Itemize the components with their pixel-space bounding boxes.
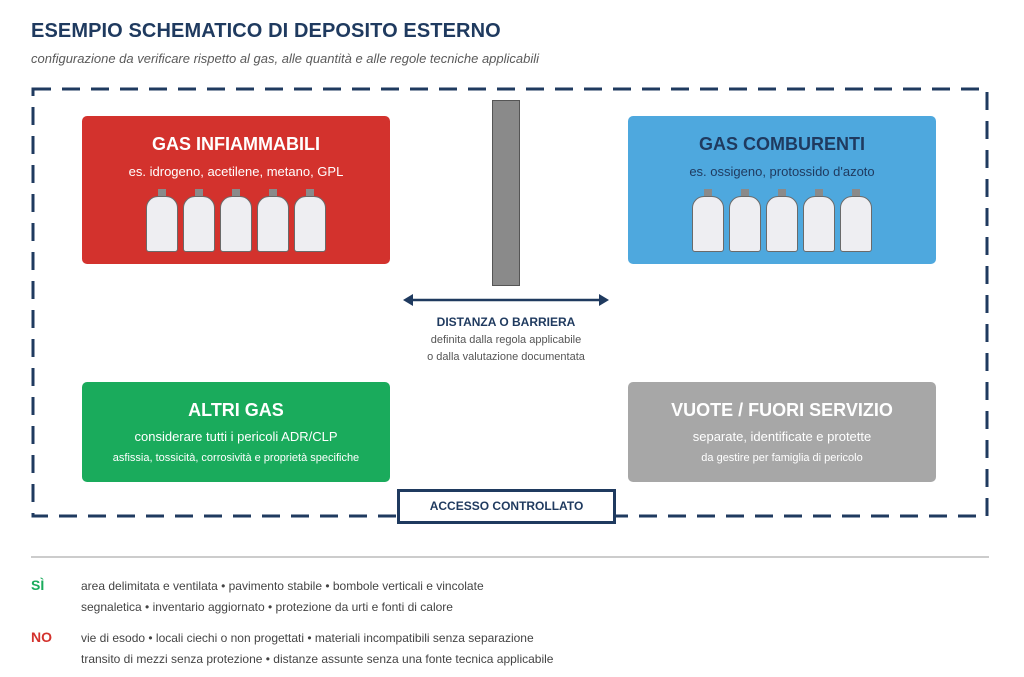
zone-line-1: separate, identificate e protette: [692, 429, 872, 444]
cylinder-valve: [778, 189, 786, 197]
cylinder-body: [692, 196, 724, 252]
cylinder-group: [628, 189, 936, 252]
zone-line-2: da gestire per famiglia di pericolo: [701, 452, 863, 464]
gas-cylinder-icon: [183, 189, 215, 252]
gas-cylinder-icon: [803, 189, 835, 252]
yes-line-2: segnaletica • inventario aggiornato • pr…: [81, 600, 453, 614]
zone-examples: es. idrogeno, acetilene, metano, GPL: [128, 164, 344, 179]
cylinder-valve: [852, 189, 860, 197]
zone-line-1: considerare tutti i pericoli ADR/CLP: [134, 429, 338, 444]
zone-title: GAS INFIAMMABILI: [152, 134, 320, 154]
yes-label: SÌ: [31, 577, 45, 593]
cylinder-body: [294, 196, 326, 252]
cylinder-valve: [704, 189, 712, 197]
distance-note-2: o dalla valutazione documentata: [427, 351, 585, 363]
no-label: NO: [31, 629, 52, 645]
zone-empty-out-of-service: VUOTE / FUORI SERVIZIO separate, identif…: [628, 382, 936, 482]
cylinder-body: [257, 196, 289, 252]
distance-title: DISTANZA O BARRIERA: [436, 315, 576, 329]
cylinder-valve: [232, 189, 240, 197]
cylinder-valve: [195, 189, 203, 197]
cylinder-body: [729, 196, 761, 252]
cylinder-body: [803, 196, 835, 252]
cylinder-body: [840, 196, 872, 252]
distance-note-1: definita dalla regola applicabile: [430, 334, 582, 346]
zone-other-gases: ALTRI GAS considerare tutti i pericoli A…: [82, 382, 390, 482]
cylinder-valve: [269, 189, 277, 197]
cylinder-body: [183, 196, 215, 252]
no-line-2: transito di mezzi senza protezione • dis…: [81, 652, 554, 666]
zone-flammable-gases: GAS INFIAMMABILI es. idrogeno, acetilene…: [82, 116, 390, 264]
no-line-1: vie di esodo • locali ciechi o non proge…: [81, 631, 534, 645]
gas-cylinder-icon: [729, 189, 761, 252]
controlled-access-gate: ACCESSO CONTROLLATO: [397, 489, 616, 524]
cylinder-body: [146, 196, 178, 252]
gas-cylinder-icon: [294, 189, 326, 252]
yes-line-1: area delimitata e ventilata • pavimento …: [81, 579, 484, 593]
page-title: ESEMPIO SCHEMATICO DI DEPOSITO ESTERNO: [31, 20, 501, 42]
cylinder-valve: [158, 189, 166, 197]
cylinder-valve: [306, 189, 314, 197]
cylinder-valve: [741, 189, 749, 197]
double-arrow-icon: [403, 294, 609, 306]
zone-title: VUOTE / FUORI SERVIZIO: [671, 400, 893, 420]
zone-examples: es. ossigeno, protossido d'azoto: [689, 164, 875, 179]
cylinder-group: [82, 189, 390, 252]
zone-title: GAS COMBURENTI: [699, 134, 865, 154]
cylinder-body: [220, 196, 252, 252]
gas-cylinder-icon: [766, 189, 798, 252]
cylinder-body: [766, 196, 798, 252]
gas-cylinder-icon: [840, 189, 872, 252]
gas-cylinder-icon: [692, 189, 724, 252]
cylinder-valve: [815, 189, 823, 197]
zone-title: ALTRI GAS: [188, 400, 284, 420]
gas-cylinder-icon: [257, 189, 289, 252]
zone-line-2: asfissia, tossicità, corrosività e propr…: [112, 452, 360, 464]
separation-barrier: [492, 100, 520, 286]
gas-cylinder-icon: [146, 189, 178, 252]
page-subtitle: configurazione da verificare rispetto al…: [31, 51, 540, 66]
gas-cylinder-icon: [220, 189, 252, 252]
zone-oxidizing-gases: GAS COMBURENTI es. ossigeno, protossido …: [628, 116, 936, 264]
divider: [31, 556, 989, 558]
